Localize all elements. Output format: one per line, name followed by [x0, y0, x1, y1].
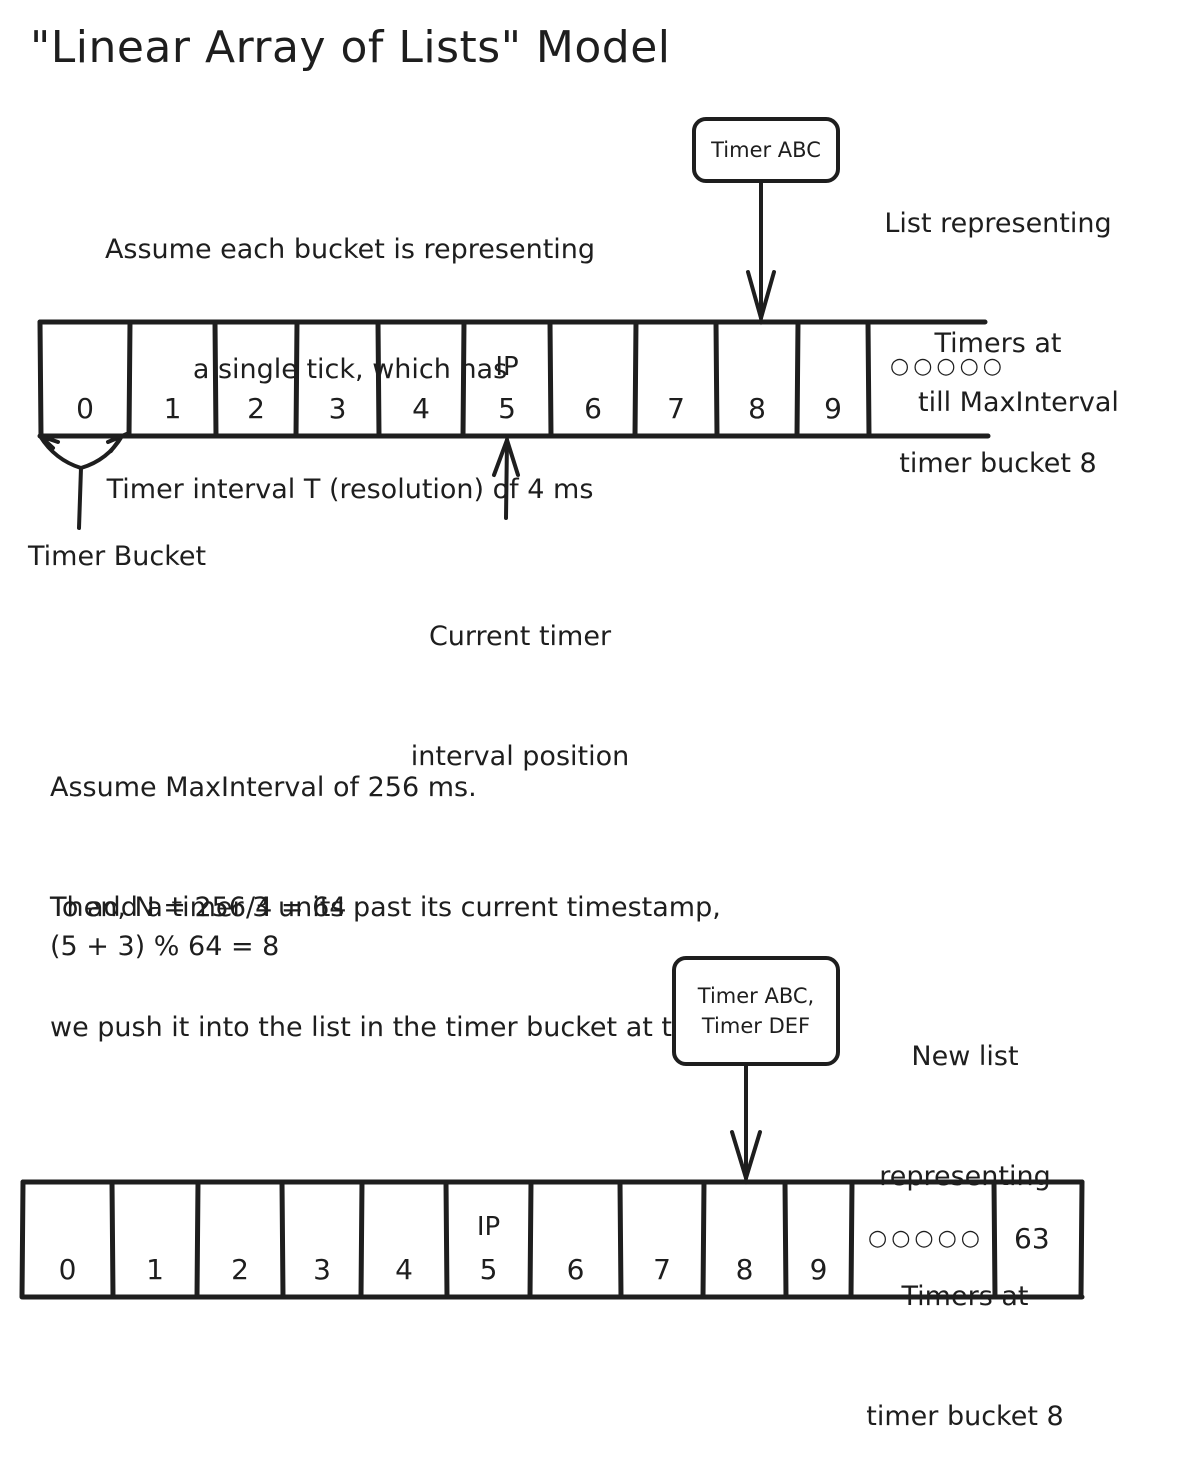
bucket-divider: [991, 1179, 998, 1300]
timer-bucket-caption: Timer Bucket: [28, 541, 207, 572]
top-bucket-index: 1: [163, 392, 182, 425]
bucket-divider: [1078, 1179, 1085, 1300]
index-formula: (5 + 3) % 64 = 8: [50, 931, 280, 962]
diagram-canvas: [19, 181, 1085, 1300]
caption-line: New list: [911, 1041, 1019, 1072]
calc-line: Then, N = 256/4 = 64: [50, 892, 347, 923]
assumption-line: Timer interval T (resolution) of 4 ms: [106, 474, 594, 505]
bucket-divider: [443, 1179, 450, 1300]
bucket-divider: [279, 1179, 286, 1300]
top-bucket-index: 4: [412, 392, 430, 425]
caption-line: timer bucket 8: [899, 448, 1097, 479]
bucket-divider: [194, 1179, 201, 1300]
bottom-bucket-index: 6: [566, 1253, 585, 1286]
bucket-divider: [126, 319, 133, 439]
insert-line: To add a timer 3 units past its current …: [50, 892, 721, 923]
top-bucket-index: 3: [328, 392, 347, 425]
bottom-bucket-index: 4: [395, 1253, 413, 1286]
arrow-down-icon: [746, 181, 776, 326]
timer-list-node-bottom: Timer ABC, Timer DEF: [672, 956, 840, 1066]
bottom-bucket-index: 0: [58, 1253, 77, 1286]
timer-list-node-top: Timer ABC: [692, 117, 840, 183]
caption-line: Current timer: [428, 621, 612, 652]
assumption-note: Assume each bucket is representing a sin…: [60, 150, 640, 550]
top-bucket-index: 7: [667, 392, 685, 425]
caption-line: Timers at: [901, 1281, 1029, 1312]
last-bucket-label: 63: [1014, 1222, 1050, 1255]
caption-line: Timers at: [934, 328, 1062, 359]
current-position-caption: Current timer interval position: [380, 537, 660, 817]
bucket-divider: [700, 1179, 707, 1300]
bucket-divider: [782, 1179, 789, 1300]
top-bucket-index: 0: [76, 392, 94, 425]
overflow-dots-bottom: ○○○○○: [868, 1226, 984, 1251]
bucket-divider: [212, 319, 219, 439]
calc-line: Assume MaxInterval of 256 ms.: [50, 772, 477, 803]
bottom-bucket-index: 2: [231, 1253, 249, 1286]
bucket-divider: [865, 319, 872, 439]
caption-line: List representing: [884, 208, 1112, 239]
top-bucket-index: 6: [584, 392, 602, 425]
bottom-bucket-index: 7: [653, 1253, 671, 1286]
bucket-divider: [37, 319, 44, 439]
top-bucket-array: [37, 319, 991, 439]
list-caption-top: List representing Timers at timer bucket…: [848, 124, 1148, 524]
bucket-divider: [794, 319, 801, 439]
bucket-divider: [375, 319, 382, 439]
overflow-dots-top: ○○○○○: [890, 354, 1006, 379]
diagram-title: "Linear Array of Lists" Model: [30, 22, 671, 73]
bottom-bucket-index: 9: [809, 1253, 828, 1286]
bucket-divider: [617, 1179, 624, 1300]
bucket-divider: [358, 1179, 365, 1300]
bucket-divider: [632, 319, 639, 439]
bucket-divider: [19, 1179, 26, 1300]
bucket-divider: [713, 319, 720, 439]
overflow-label-top: till MaxInterval: [918, 387, 1119, 418]
assumption-line: Assume each bucket is representing: [104, 234, 596, 265]
bucket-divider: [109, 1179, 116, 1300]
top-ip-marker: IP: [495, 352, 519, 382]
bucket-divider: [547, 319, 554, 439]
bucket-divider: [848, 1179, 855, 1300]
top-bucket-index: 5: [498, 392, 516, 425]
bottom-bucket-index: 5: [479, 1253, 498, 1286]
bottom-bucket-index: 1: [146, 1253, 164, 1286]
caption-line: representing: [879, 1161, 1051, 1192]
bucket-divider: [460, 319, 467, 439]
list-caption-bottom: New list representing Timers at timer bu…: [840, 957, 1090, 1477]
caption-line: interval position: [410, 741, 630, 772]
bottom-bucket-index: 8: [735, 1253, 754, 1286]
assumption-line: a single tick, which has: [192, 354, 508, 385]
top-bucket-index: 9: [824, 392, 842, 425]
bucket-divider: [527, 1179, 534, 1300]
bottom-ip-marker: IP: [476, 1212, 501, 1242]
calc-note: Assume MaxInterval of 256 ms. Then, N = …: [50, 688, 477, 968]
top-bucket-index: 8: [748, 392, 766, 425]
arrow-down-icon: [730, 1064, 762, 1185]
caption-line: timer bucket 8: [866, 1401, 1064, 1432]
bottom-bucket-array: [19, 1179, 1085, 1300]
bottom-bucket-index: 3: [313, 1253, 331, 1286]
arrow-up-icon: [492, 433, 520, 520]
bucket-brace-arrow-icon: [38, 431, 128, 530]
top-bucket-index: 2: [247, 392, 265, 425]
bucket-divider: [293, 319, 300, 439]
